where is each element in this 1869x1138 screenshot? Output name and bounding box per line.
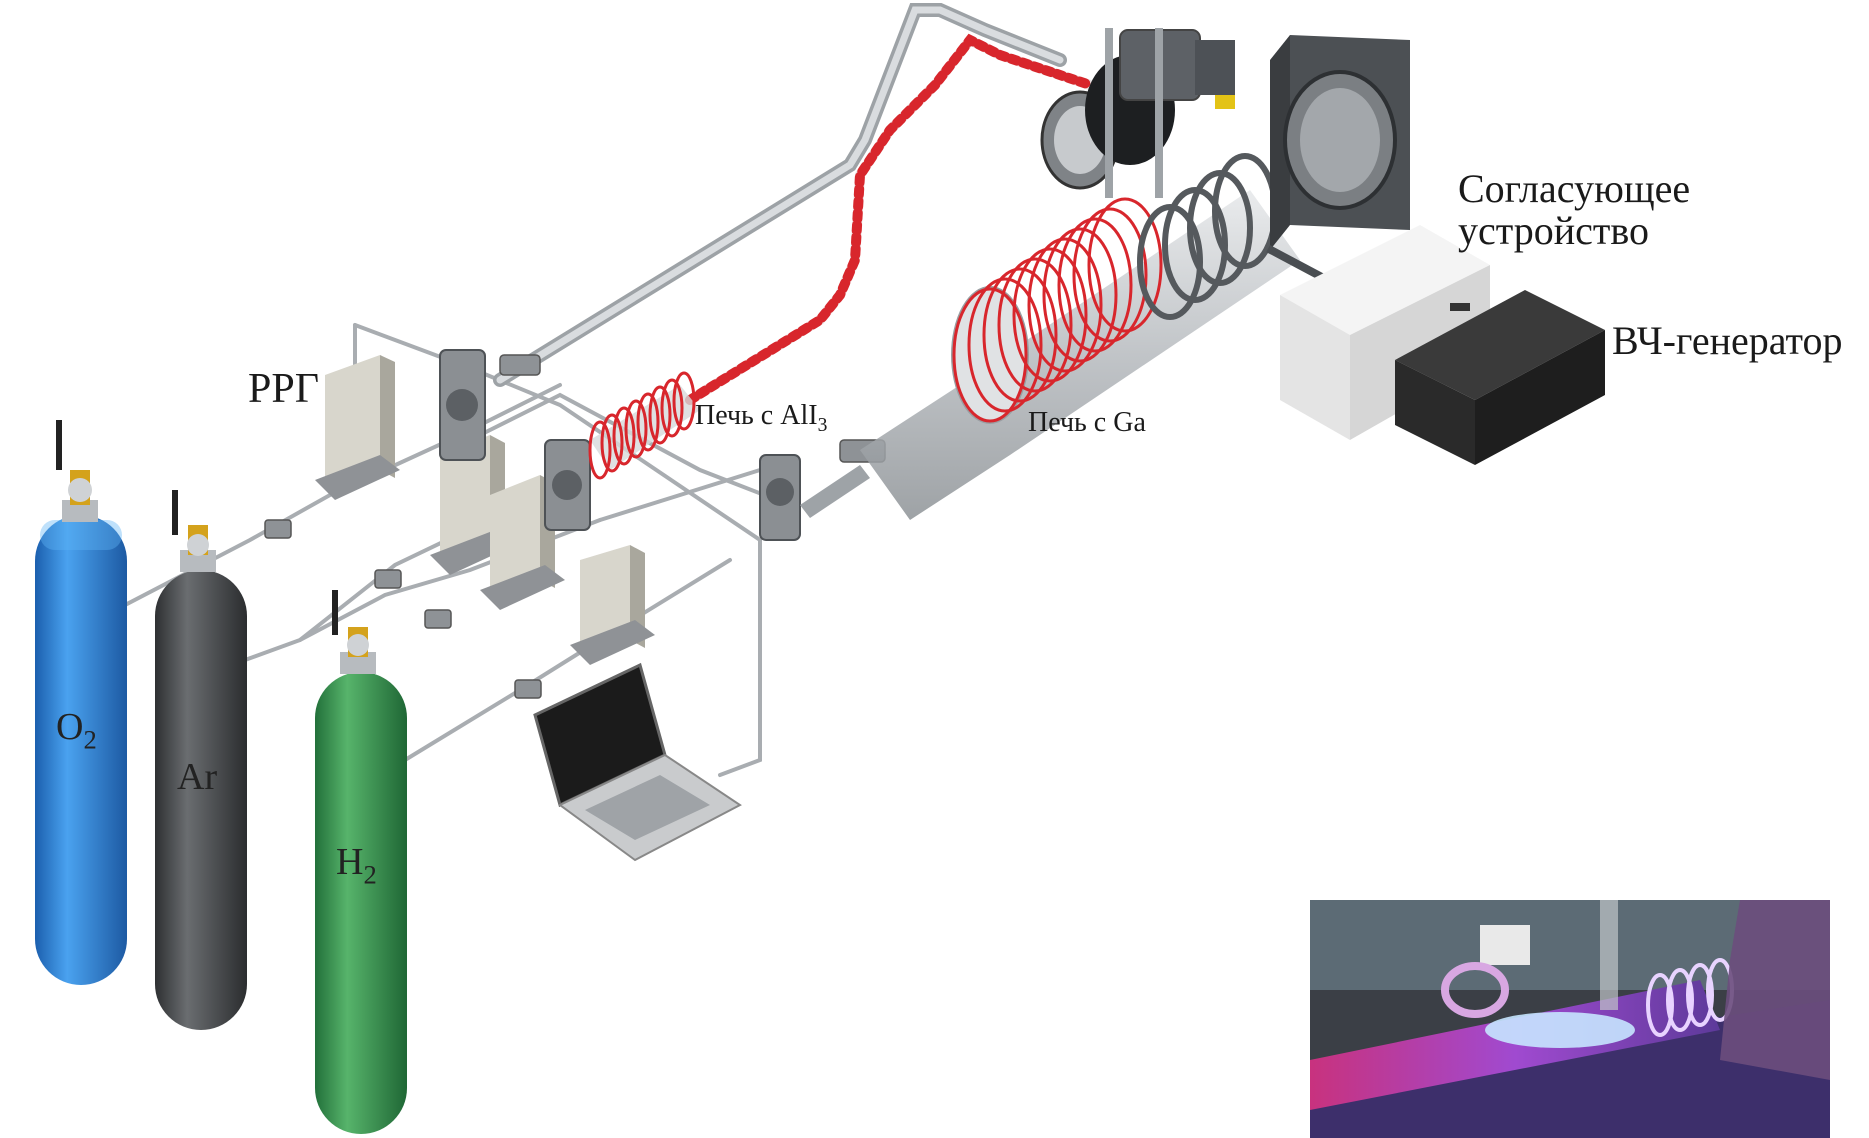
flange-blocks	[439, 349, 801, 541]
matching-device-label-line2: устройство	[1458, 208, 1649, 253]
mfc-1	[315, 355, 400, 500]
ar-cylinder	[155, 490, 247, 1030]
feed-line	[598, 468, 762, 522]
h2-line	[403, 558, 732, 762]
o2-label-subscript: 2	[83, 724, 97, 755]
ga-furnace-label: Печь с Ga	[1028, 407, 1146, 438]
h2-cylinder	[315, 590, 407, 1134]
h2-label-subscript: 2	[363, 859, 377, 890]
h2-label-gas: H	[336, 841, 364, 883]
ar-label-gas: Ar	[177, 756, 218, 798]
rrg-label: РРГ	[248, 366, 319, 412]
plasma-photo-inset	[1310, 900, 1830, 1138]
o2-label-gas: O	[56, 706, 84, 748]
ali3-furnace-label-text: Печь с AlI	[695, 400, 818, 431]
laptop	[533, 662, 742, 862]
valves	[264, 354, 886, 699]
heated-line	[685, 33, 1095, 405]
matching-device-label: Согласующее устройство	[1458, 168, 1690, 252]
mfc-4	[570, 545, 655, 665]
pump-assembly	[1040, 28, 1235, 198]
upper-pipe	[493, 2, 1067, 387]
ali3-furnace-label-subscript: 3	[817, 414, 828, 436]
o2-cylinder	[35, 420, 127, 985]
ga-furnace	[951, 197, 1163, 424]
h2-cylinder-label: H2	[336, 840, 377, 890]
ar-cylinder-label: Ar	[177, 755, 217, 799]
o2-cylinder-label: O2	[56, 705, 97, 755]
rf-generator-box	[1395, 290, 1605, 465]
ali3-furnace	[588, 371, 700, 480]
rf-generator-label: ВЧ-генератор	[1612, 318, 1843, 363]
end-chamber	[1266, 35, 1410, 290]
mass-flow-controllers	[315, 355, 655, 665]
matching-device-label-line1: Согласующее	[1458, 166, 1691, 211]
ali3-furnace-label: Печь с AlI3	[695, 400, 827, 437]
